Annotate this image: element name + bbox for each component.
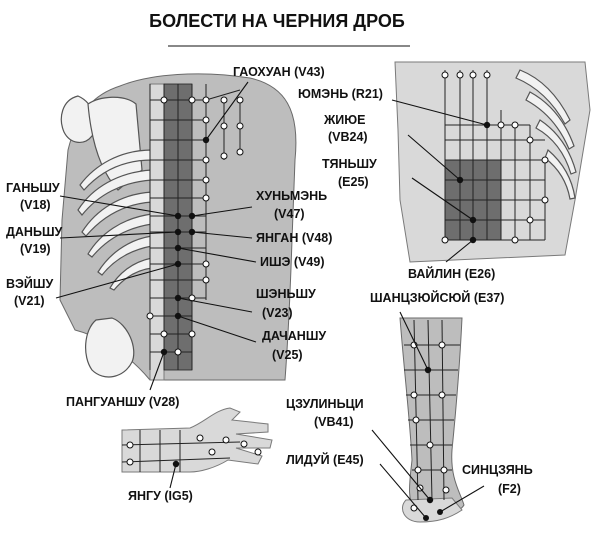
- diagram-title: БОЛЕСТИ НА ЧЕРНИЯ ДРОБ: [149, 11, 405, 31]
- label-zulinqi-code: (VB41): [314, 415, 354, 429]
- front-grid: [444, 70, 546, 241]
- label-zhiyue-code: (VB24): [328, 130, 368, 144]
- label-hunmen-code: (V47): [274, 207, 305, 221]
- label-shangjuxu: ШАНЦЗЮЙСЮЙ (E37): [370, 290, 504, 305]
- hand-points: [126, 434, 262, 468]
- pelvis-bone: [85, 317, 135, 378]
- label-xingjian: СИНЦЗЯНЬ: [462, 463, 533, 477]
- hand: [121, 407, 273, 473]
- label-weishu-code: (V21): [14, 294, 45, 308]
- leader-lines: [55, 81, 488, 519]
- label-yishe: ИШЭ (V49): [260, 255, 324, 269]
- label-tyanshu: ТЯНЬШУ: [322, 157, 377, 171]
- label-lidui: ЛИДУЙ (E45): [286, 452, 364, 467]
- label-ganshu-code: (V18): [20, 198, 51, 212]
- ribs: [77, 149, 153, 291]
- label-hunmen: ХУНЬМЭНЬ: [256, 189, 327, 203]
- label-shenshu-code: (V23): [262, 306, 293, 320]
- label-danshu: ДАНЬШУ: [6, 225, 63, 239]
- label-yangu: ЯНГУ (IG5): [128, 489, 193, 503]
- leg-figure: [399, 317, 465, 523]
- label-weishu: ВЭЙШУ: [6, 276, 53, 291]
- hand-figure: [121, 407, 273, 473]
- label-zhiyue: ЖИЮЕ: [323, 113, 366, 127]
- label-xingjian-code: (F2): [498, 482, 521, 496]
- label-shenshu: ШЭНЬШУ: [256, 287, 316, 301]
- label-danshu-code: (V19): [20, 242, 51, 256]
- label-yumen: ЮМЭНЬ (R21): [298, 87, 383, 101]
- label-wailing: ВАЙЛИН (E26): [408, 266, 495, 281]
- front-ribs: [515, 69, 577, 200]
- front-figure: [394, 61, 591, 263]
- label-ganshu: ГАНЬШУ: [6, 181, 60, 195]
- label-dachanshu: ДАЧАНШУ: [262, 329, 326, 343]
- point-labels: ГАОХУАН (V43) ЮМЭНЬ (R21) ЖИЮЕ (VB24) ТЯ…: [6, 65, 533, 503]
- label-yangan: ЯНГАН (V48): [256, 231, 332, 245]
- label-tyanshu-code: (E25): [338, 175, 369, 189]
- foot: [402, 497, 463, 523]
- front-points: [441, 71, 549, 244]
- label-zulinqi: ЦЗУЛИНЬЦИ: [286, 397, 364, 411]
- label-panguanshu: ПАНГУАНШУ (V28): [66, 395, 179, 409]
- label-gaohuan: ГАОХУАН (V43): [233, 65, 325, 79]
- hand-grid: [121, 430, 241, 472]
- scapula: [87, 96, 143, 191]
- label-dachanshu-code: (V25): [272, 348, 303, 362]
